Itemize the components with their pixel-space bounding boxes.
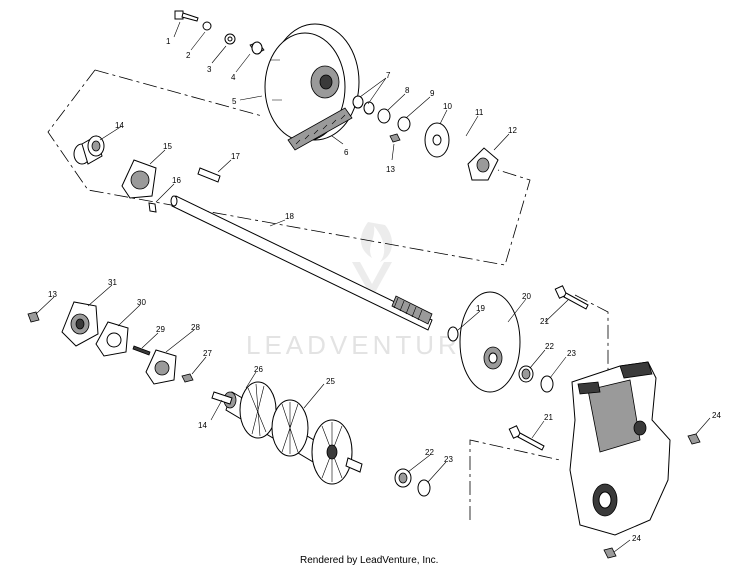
callout-12: 12 xyxy=(508,126,517,135)
part-6-chain xyxy=(287,107,353,151)
leadventure-watermark: LEADVENTURE xyxy=(246,222,482,360)
callout-22-upper: 22 xyxy=(545,342,554,351)
v-logo-icon xyxy=(352,262,392,298)
part-30-flange xyxy=(95,321,129,357)
part-14-bearing-upper xyxy=(73,135,105,165)
part-23-ring-upper xyxy=(540,375,554,393)
part-29-spring xyxy=(132,345,151,356)
callout-14-upper: 14 xyxy=(115,121,124,130)
part-27-nut xyxy=(181,373,194,383)
callout-28: 28 xyxy=(191,323,200,332)
part-18-shaft xyxy=(170,195,433,331)
callout-7: 7 xyxy=(386,71,391,80)
callout-1: 1 xyxy=(166,37,171,46)
callout-23-lower: 23 xyxy=(444,455,453,464)
callout-22-lower: 22 xyxy=(425,448,434,457)
callout-30: 30 xyxy=(137,298,146,307)
part-24-nut-lower xyxy=(603,547,617,559)
part-2-washer xyxy=(202,21,212,31)
callout-15: 15 xyxy=(163,142,172,151)
part-19-ring xyxy=(447,326,459,342)
part-22-bushing-upper xyxy=(518,365,534,383)
part-28-flange xyxy=(145,349,177,385)
callout-24-lower: 24 xyxy=(632,534,641,543)
callout-29: 29 xyxy=(156,325,165,334)
callout-24-upper: 24 xyxy=(712,411,721,420)
callout-21-upper: 21 xyxy=(540,317,549,326)
callout-18: 18 xyxy=(285,212,294,221)
part-9-ring xyxy=(397,116,411,132)
callout-13-upper: 13 xyxy=(386,165,395,174)
part-7-rings xyxy=(352,95,375,115)
callout-9: 9 xyxy=(430,89,435,98)
callout-17: 17 xyxy=(231,152,240,161)
callout-10: 10 xyxy=(443,102,452,111)
part-24-nut-upper xyxy=(687,433,701,445)
part-10-plate xyxy=(424,122,450,158)
leader-lines xyxy=(35,21,711,553)
callout-6: 6 xyxy=(344,148,349,157)
credit-text: Rendered by LeadVenture, Inc. xyxy=(300,555,438,566)
callout-26: 26 xyxy=(254,365,263,374)
callout-19: 19 xyxy=(476,304,485,313)
upper-assembly-boundary-top xyxy=(94,69,263,117)
callout-23-upper: 23 xyxy=(567,349,576,358)
part-20-disc xyxy=(459,291,521,393)
watermark-text: LEADVENTURE xyxy=(246,330,482,360)
callout-8: 8 xyxy=(405,86,410,95)
callout-27: 27 xyxy=(203,349,212,358)
callout-11: 11 xyxy=(475,108,484,117)
part-31-bearing-housing xyxy=(61,301,99,347)
part-21-bolt-upper xyxy=(554,285,589,310)
part-4-bushing xyxy=(249,41,265,55)
part-16-bolt xyxy=(148,202,157,213)
part-12-flange xyxy=(467,147,499,181)
part-26-shaft-end xyxy=(211,391,237,409)
part-5-sheave xyxy=(264,23,360,142)
part-13-nut-lower xyxy=(27,311,40,323)
callout-14-lower: 14 xyxy=(198,421,207,430)
callout-4: 4 xyxy=(231,73,236,82)
part-15-flange xyxy=(121,159,157,199)
part-25-sprocket-assembly xyxy=(225,381,363,485)
upper-assembly-boundary xyxy=(47,69,531,266)
callout-20: 20 xyxy=(522,292,531,301)
part-22-bushing-lower xyxy=(394,468,412,488)
callout-16: 16 xyxy=(172,176,181,185)
part-17-key xyxy=(197,167,221,183)
part-8-ring xyxy=(377,108,391,124)
callout-21-lower: 21 xyxy=(544,413,553,422)
callout-3: 3 xyxy=(207,65,212,74)
callout-31: 31 xyxy=(108,278,117,287)
lower-guide-line xyxy=(469,439,561,520)
flame-logo-icon xyxy=(360,222,393,262)
case-housing xyxy=(569,361,671,536)
callout-2: 2 xyxy=(186,51,191,60)
part-3-washer xyxy=(224,33,236,45)
part-1-bolt xyxy=(174,10,199,22)
callout-labels: 1 2 3 4 5 6 7 8 9 10 11 12 13 14 15 16 1… xyxy=(48,37,721,543)
part-21-bolt-lower xyxy=(508,425,545,451)
part-13-nut-upper xyxy=(389,133,401,143)
callout-13-lower: 13 xyxy=(48,290,57,299)
callout-5: 5 xyxy=(232,97,237,106)
case-guide-line xyxy=(574,294,609,470)
callout-25: 25 xyxy=(326,377,335,386)
part-23-ring-lower xyxy=(417,479,431,497)
